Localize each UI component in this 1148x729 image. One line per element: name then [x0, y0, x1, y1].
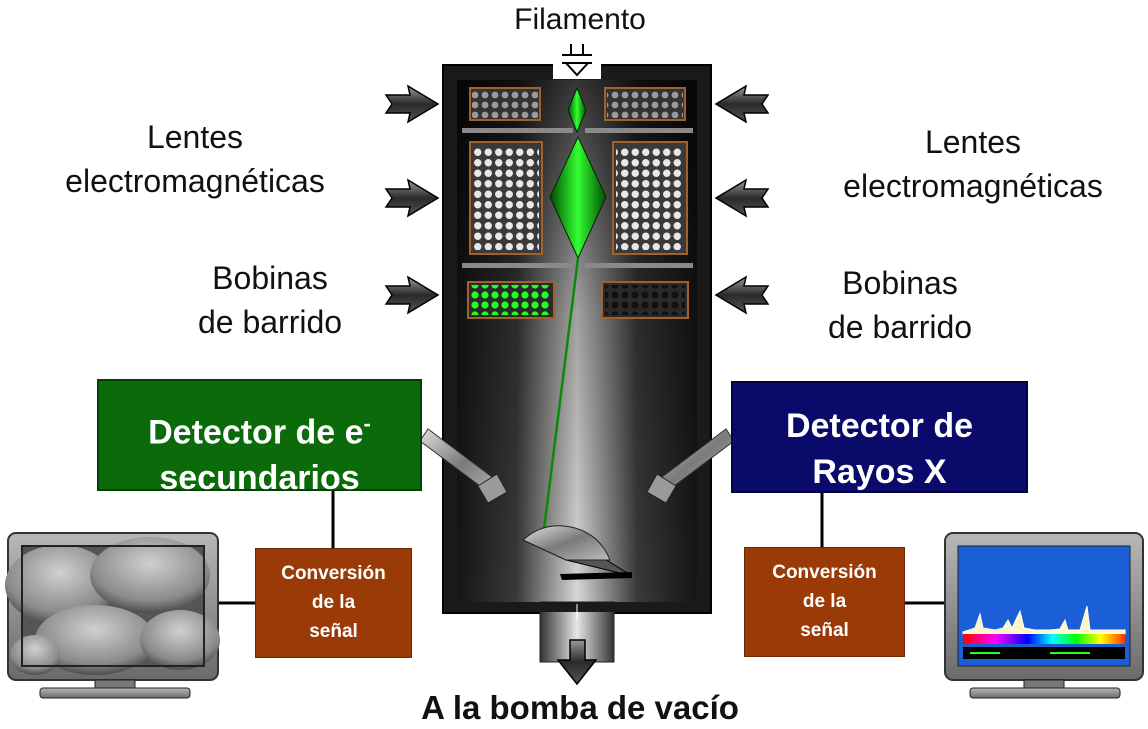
xray-detector-line1: Detector de — [785, 407, 974, 445]
condenser-lens-coils — [469, 87, 686, 121]
connector-lines — [218, 490, 945, 605]
xray-spectrum — [962, 605, 1126, 659]
conversion-left-line1: Conversión — [281, 563, 386, 584]
xray-detector-line2: Rayos X — [812, 453, 947, 491]
coils-left-line1: Bobinas — [212, 260, 328, 296]
lenses-left-line2: electromagnéticas — [65, 163, 325, 199]
secondary-electron-detector: Detector de e- secundarios — [97, 379, 422, 497]
conversion-left-line2: de la — [311, 592, 356, 613]
lenses-left-line1: Lentes — [146, 119, 244, 155]
signal-conversion-left: Conversión de la señal — [255, 548, 412, 658]
conversion-right-line3: señal — [800, 620, 849, 641]
electron-beam — [540, 86, 607, 546]
lenses-right-label: Lentes electromagnéticas — [798, 120, 1148, 208]
sample-stage — [522, 525, 633, 580]
coils-right-line2: de barrido — [827, 309, 973, 345]
xray-detector-probe — [646, 428, 735, 504]
lenses-left-label: Lentes electromagnéticas — [20, 115, 370, 203]
arrow-left-icon — [714, 84, 770, 315]
vacuum-pump-label: A la bomba de vacío — [421, 689, 739, 726]
coils-right-line1: Bobinas — [842, 265, 958, 301]
arrow-right-icon — [384, 84, 440, 315]
sem-image — [5, 537, 220, 675]
coils-left-line2: de barrido — [197, 304, 343, 340]
coils-left-label: Bobinas de barrido — [160, 256, 380, 344]
filament-label: Filamento — [514, 3, 646, 36]
conversion-right-line1: Conversión — [772, 562, 877, 583]
signal-conversion-right: Conversión de la señal — [744, 547, 905, 657]
conversion-right-line2: de la — [802, 591, 847, 612]
secondary-detector-probe — [419, 428, 508, 504]
vacuum-pipe — [539, 601, 615, 686]
monitor-icon — [5, 532, 220, 699]
secondary-detector-line1: Detector de e- — [148, 411, 371, 452]
monitor-icon — [944, 532, 1144, 699]
lenses-right-line2: electromagnéticas — [843, 168, 1103, 204]
pump-arrow-icon — [556, 639, 598, 686]
objective-lens-coils — [469, 141, 688, 255]
coils-right-label: Bobinas de barrido — [790, 261, 1010, 349]
filament-icon — [553, 44, 601, 79]
xray-detector: Detector de Rayos X — [731, 381, 1028, 493]
secondary-detector-line2: secundarios — [159, 459, 360, 498]
conversion-left-line3: señal — [309, 621, 358, 642]
scan-coils — [467, 281, 689, 319]
lenses-right-line1: Lentes — [924, 124, 1022, 160]
